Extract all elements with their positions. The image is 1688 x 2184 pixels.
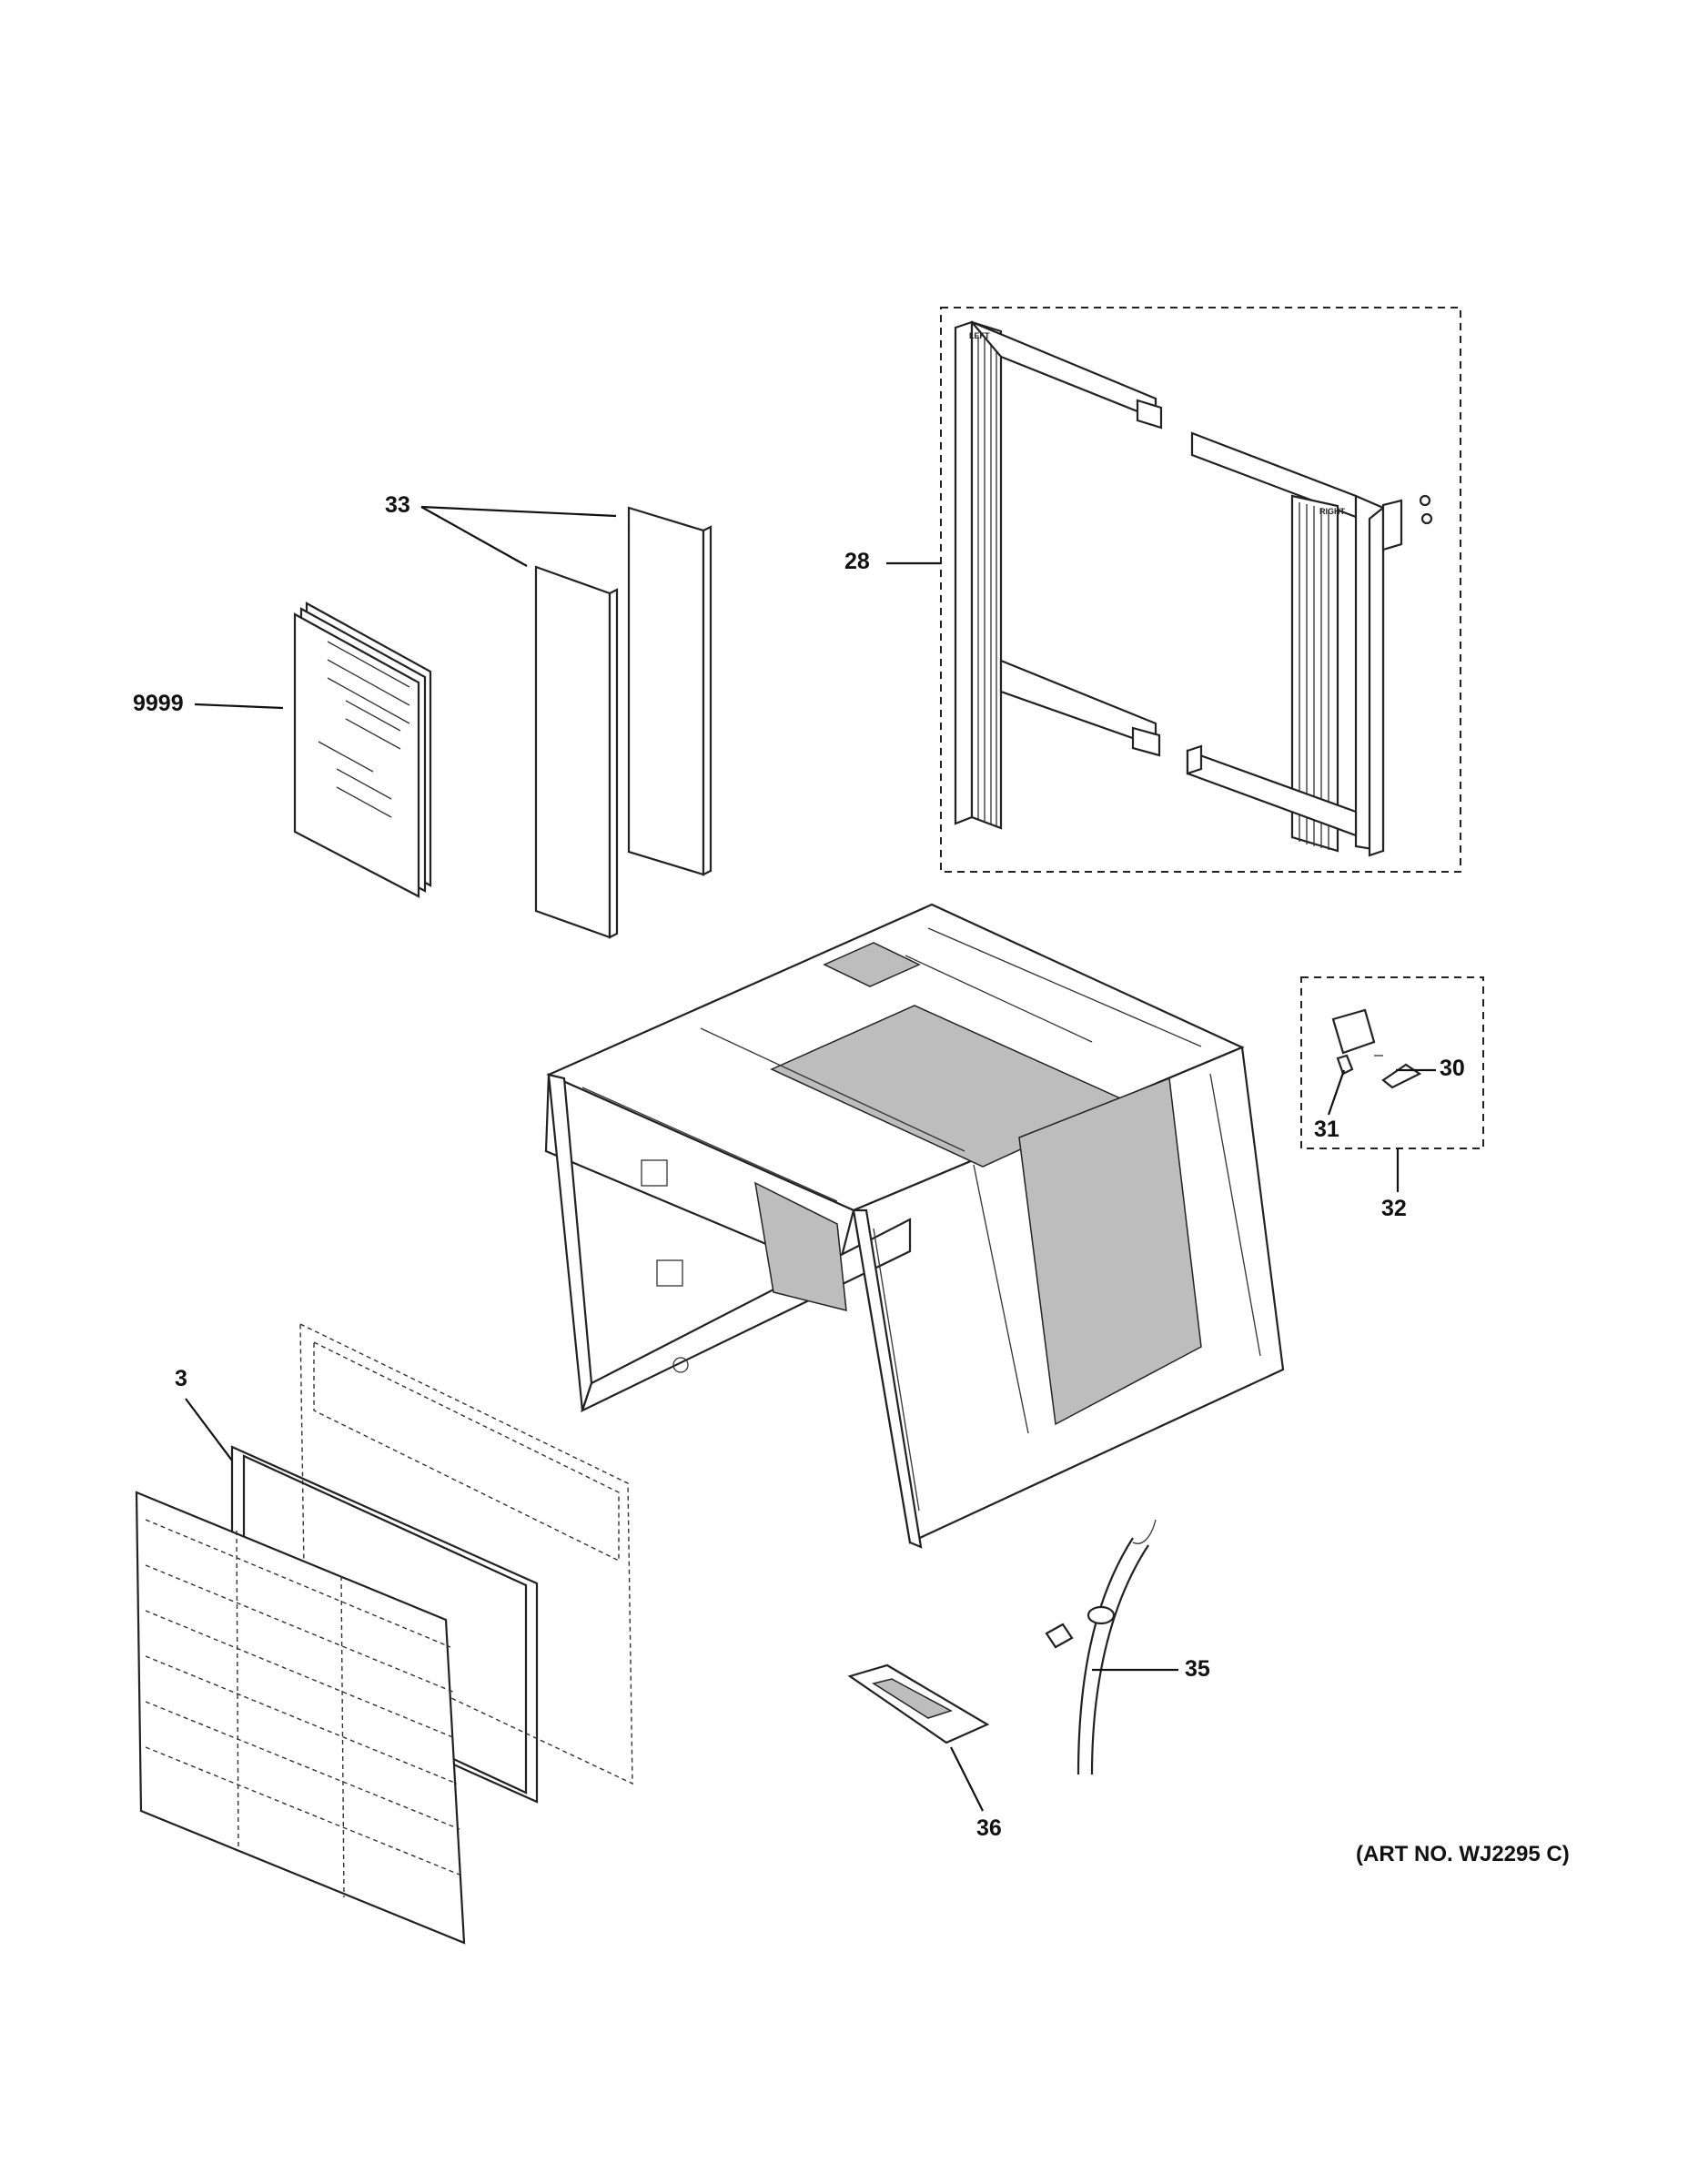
- part-label-36: 36: [976, 1815, 1002, 1841]
- part-label-28: 28: [844, 549, 870, 574]
- part-3-filter-and-grille: [135, 1322, 633, 1945]
- cabinet-case: [544, 903, 1285, 1549]
- part-36-remote: [847, 1663, 990, 1744]
- part-32-kit-boundary: [1300, 976, 1484, 1149]
- part-label-31: 31: [1314, 1117, 1339, 1142]
- part-label-32: 32: [1381, 1196, 1407, 1221]
- part-28-side-frame: [954, 320, 1433, 857]
- art-number: (ART NO. WJ2295 C): [1356, 1842, 1570, 1866]
- leader-33-a: [420, 505, 617, 518]
- leader-3: [185, 1398, 233, 1461]
- leader-33-b: [420, 506, 528, 567]
- part-label-30: 30: [1440, 1056, 1465, 1081]
- part-label-9999: 9999: [133, 691, 184, 716]
- part-label-35: 35: [1185, 1656, 1210, 1682]
- part-30-31-brackets: [1331, 1008, 1422, 1089]
- leader-31: [1327, 1069, 1346, 1116]
- part-9999-manual: [293, 602, 432, 898]
- leader-36: [950, 1746, 984, 1812]
- frame-left-marking: LEFT: [969, 331, 990, 340]
- part-35-drain-hose: [1045, 1519, 1157, 1775]
- leader-9999: [194, 703, 284, 710]
- part-label-3: 3: [175, 1366, 187, 1391]
- part-28-kit-boundary: [940, 307, 1461, 873]
- part-label-33: 33: [385, 492, 410, 518]
- frame-right-marking: RIGHT: [1319, 507, 1346, 516]
- part-33-foam-panels: [534, 506, 713, 939]
